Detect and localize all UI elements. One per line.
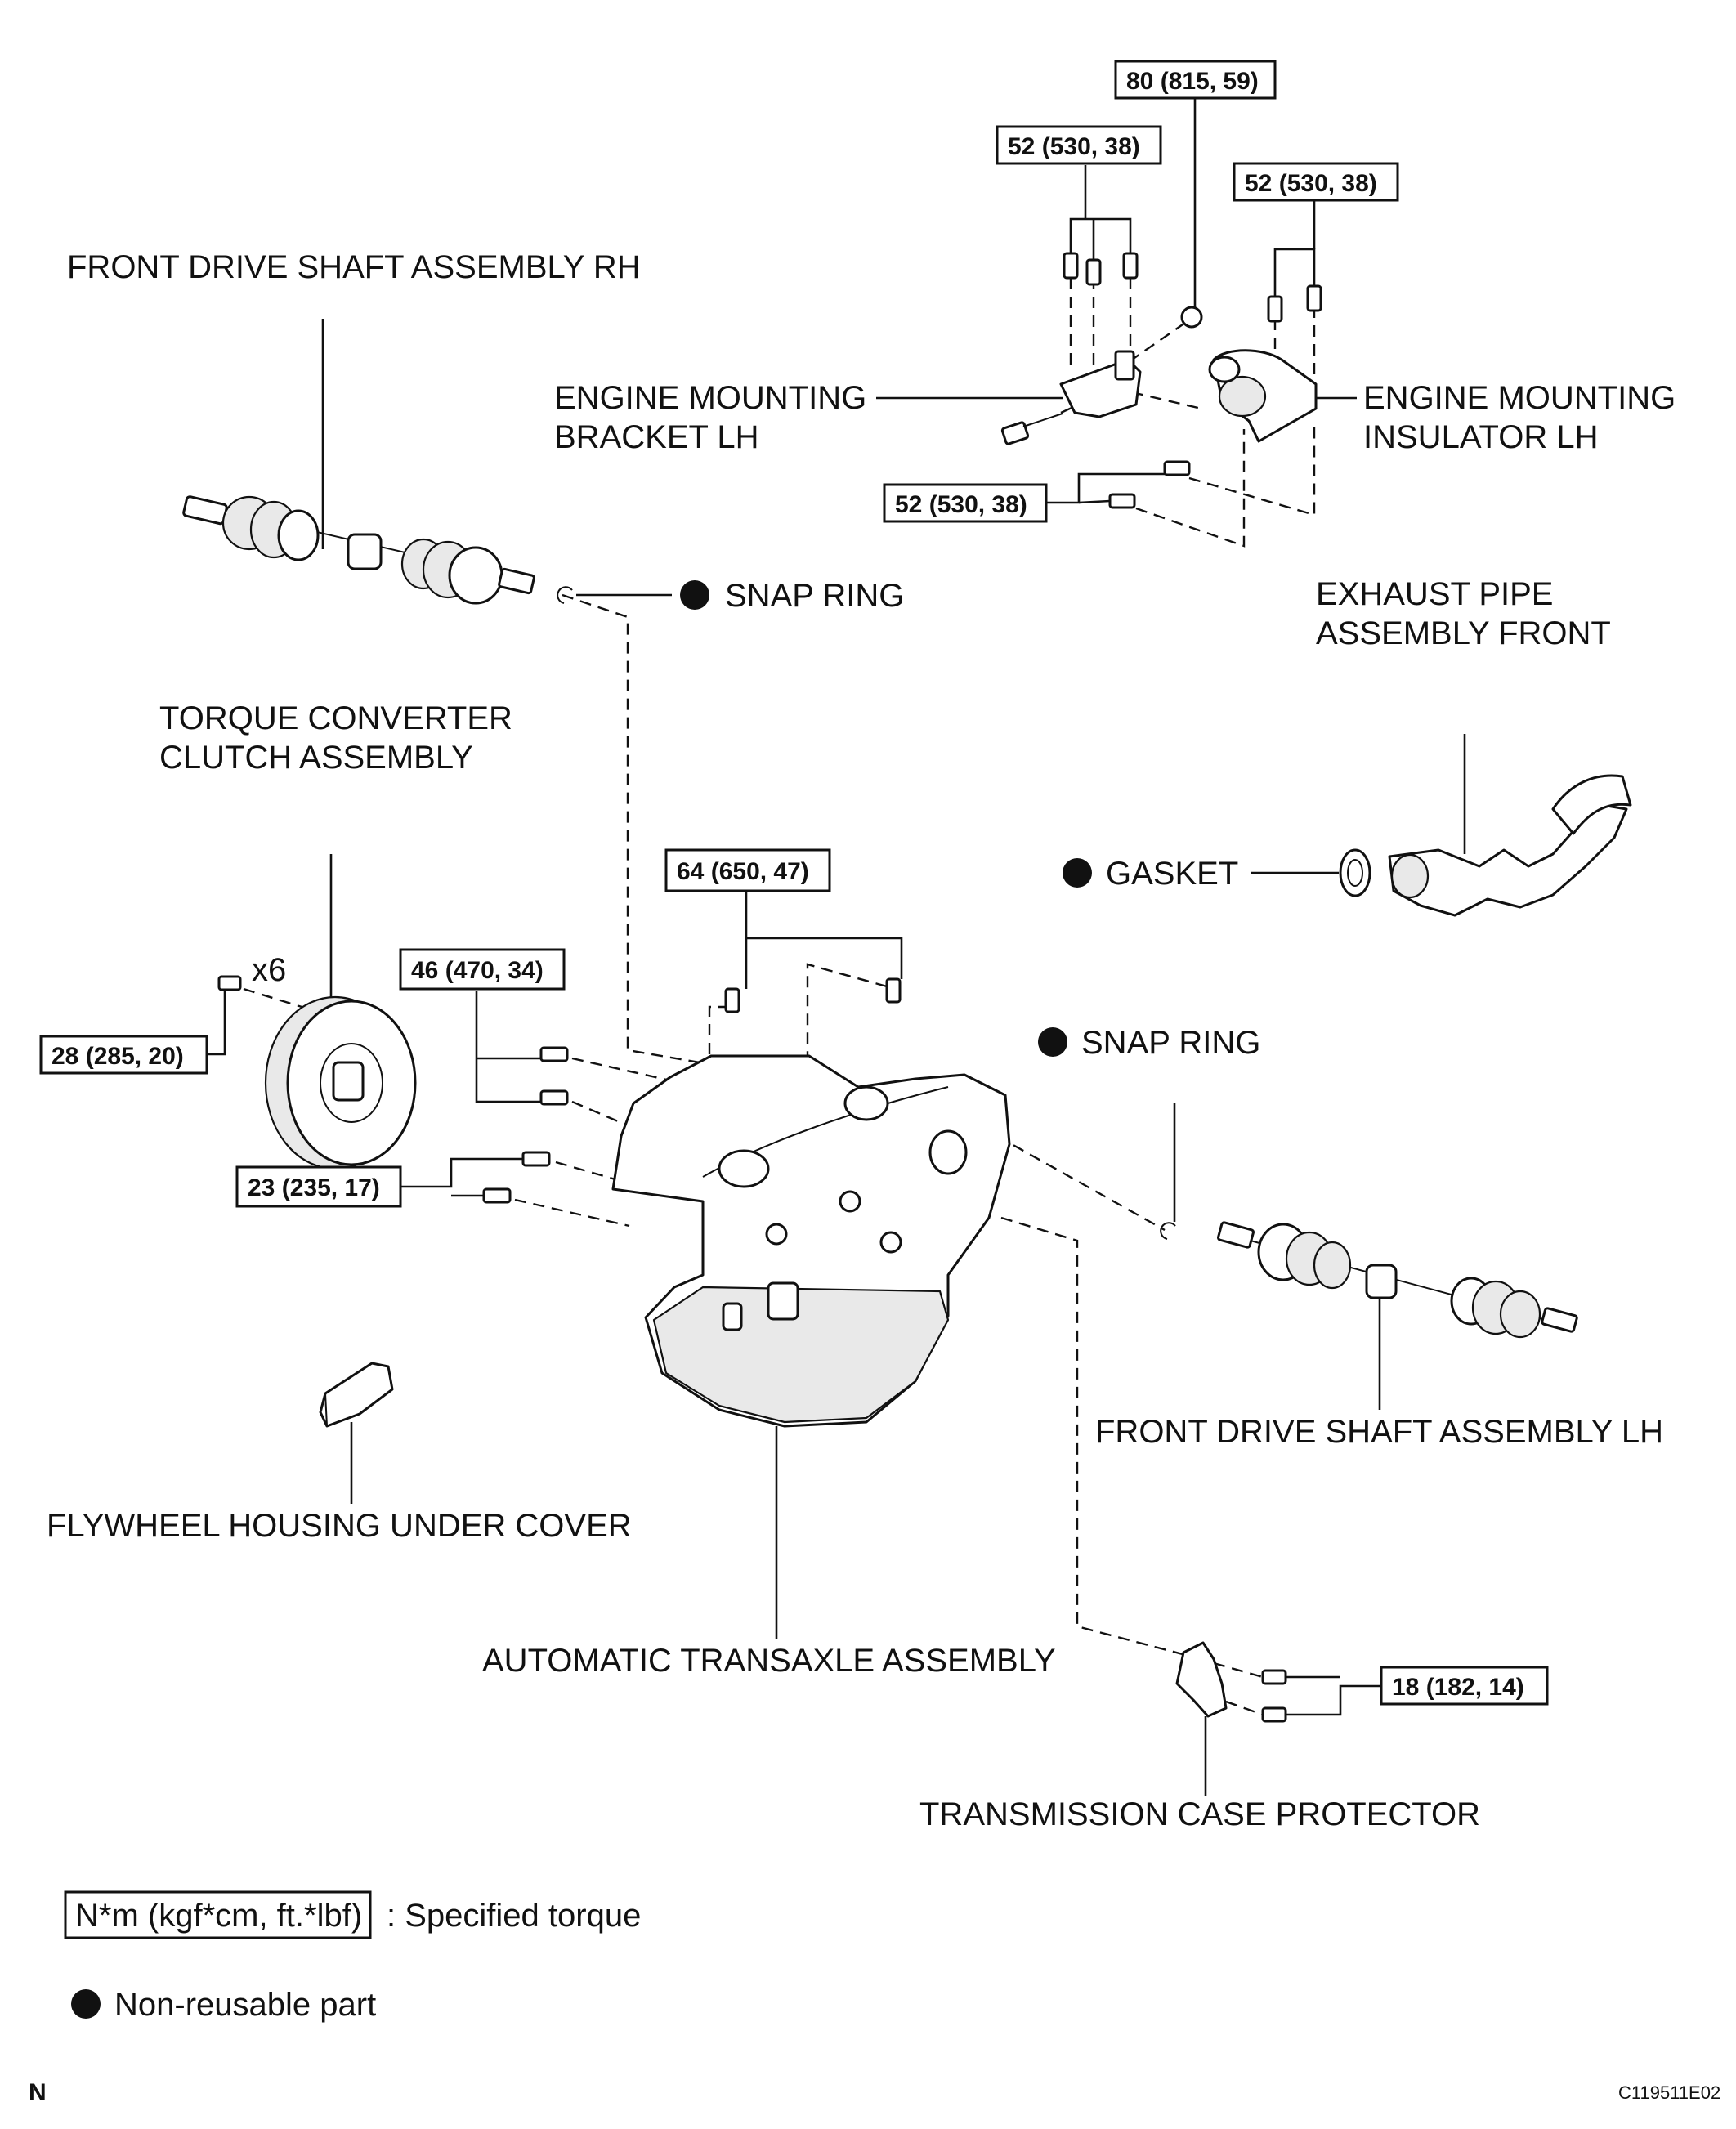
torque-converter-label-line1: TORQUE CONVERTER	[159, 700, 512, 736]
engine-mounting-bracket-illustration	[1000, 252, 1203, 445]
gasket-label: GASKET	[1106, 856, 1238, 892]
torque-spec-23: 23 (235, 17)	[235, 1165, 402, 1208]
engine-mounting-bracket-label-line1: ENGINE MOUNTING	[554, 380, 866, 416]
figure-code: C119511E02	[1618, 2082, 1720, 2103]
exhaust-pipe-label-line1: EXHAUST PIPE	[1316, 576, 1553, 612]
flywheel-housing-under-cover-illustration	[319, 1362, 394, 1428]
engine-mounting-insulator-label-line1: ENGINE MOUNTING	[1363, 380, 1676, 416]
quantity-x6-label: x6	[252, 952, 286, 988]
front-drive-shaft-rh-illustration	[182, 495, 535, 605]
svg-text:18 (182, 14): 18 (182, 14)	[1392, 1674, 1524, 1701]
front-drive-shaft-lh-illustration	[1217, 1221, 1578, 1339]
engine-mounting-bracket-label-line2: BRACKET LH	[554, 419, 758, 455]
svg-text:52 (530, 38): 52 (530, 38)	[1008, 133, 1140, 160]
exhaust-pipe-illustration	[1388, 774, 1632, 917]
gasket-part	[1339, 848, 1371, 897]
torque-spec-52-insulator-top: 52 (530, 38)	[1233, 162, 1399, 202]
torque-spec-52-bracket: 52 (530, 38)	[996, 125, 1162, 165]
engine-mounting-insulator-illustration	[1108, 284, 1322, 509]
front-drive-shaft-rh-label: FRONT DRIVE SHAFT ASSEMBLY RH	[67, 249, 641, 285]
svg-text:28 (285, 20): 28 (285, 20)	[51, 1043, 184, 1070]
footer-mark: N	[29, 2079, 47, 2106]
svg-text:80 (815, 59): 80 (815, 59)	[1126, 68, 1259, 95]
svg-text:64 (650, 47): 64 (650, 47)	[677, 858, 809, 885]
legend-nonreusable-label: Non-reusable part	[114, 1987, 376, 2023]
front-drive-shaft-lh-label: FRONT DRIVE SHAFT ASSEMBLY LH	[1095, 1414, 1663, 1450]
snap-ring-top-label: SNAP RING	[725, 578, 904, 614]
legend-torque-box	[64, 1890, 372, 1939]
exhaust-pipe-label-line2: ASSEMBLY FRONT	[1316, 615, 1611, 651]
snap-ring-top-part	[557, 586, 573, 604]
torque-spec-28: 28 (285, 20)	[39, 1035, 208, 1075]
nonreusable-marker-icon	[1063, 858, 1092, 888]
engine-mounting-insulator-label-line2: INSULATOR LH	[1363, 419, 1598, 455]
torque-spec-80: 80 (815, 59)	[1114, 60, 1277, 100]
torque-spec-64: 64 (650, 47)	[664, 848, 831, 892]
nonreusable-marker-icon	[71, 1989, 101, 2019]
automatic-transaxle-label: AUTOMATIC TRANSAXLE ASSEMBLY	[482, 1643, 1056, 1679]
leader-lines	[207, 98, 1466, 1796]
assembly-dashed-lines	[243, 278, 1316, 1716]
legend-torque-units: N*m (kgf*cm, ft.*lbf)	[75, 1898, 362, 1934]
torque-spec-52-insulator-side: 52 (530, 38)	[883, 483, 1048, 523]
flywheel-housing-under-cover-label: FLYWHEEL HOUSING UNDER COVER	[47, 1508, 632, 1544]
torque-converter-label-line2: CLUTCH ASSEMBLY	[159, 740, 473, 776]
torque-spec-18: 18 (182, 14)	[1380, 1666, 1549, 1706]
torque-converter-illustration	[217, 975, 417, 1170]
nonreusable-marker-icon	[680, 580, 709, 610]
legend-torque-description: : Specified torque	[387, 1898, 641, 1934]
svg-text:52 (530, 38): 52 (530, 38)	[895, 491, 1027, 518]
snap-ring-right-part	[1160, 1222, 1176, 1240]
svg-text:23 (235, 17): 23 (235, 17)	[248, 1174, 380, 1201]
transmission-case-protector-illustration	[1175, 1641, 1287, 1723]
nonreusable-marker-icon	[1038, 1027, 1067, 1057]
snap-ring-right-label: SNAP RING	[1081, 1025, 1260, 1061]
transmission-case-protector-label: TRANSMISSION CASE PROTECTOR	[919, 1796, 1480, 1832]
automatic-transaxle-illustration	[482, 977, 1011, 1428]
svg-text:52 (530, 38): 52 (530, 38)	[1245, 170, 1377, 197]
svg-text:46 (470, 34): 46 (470, 34)	[411, 957, 544, 984]
torque-spec-46: 46 (470, 34)	[399, 948, 566, 991]
legend: N*m (kgf*cm, ft.*lbf) : Specified torque…	[64, 1890, 641, 2023]
